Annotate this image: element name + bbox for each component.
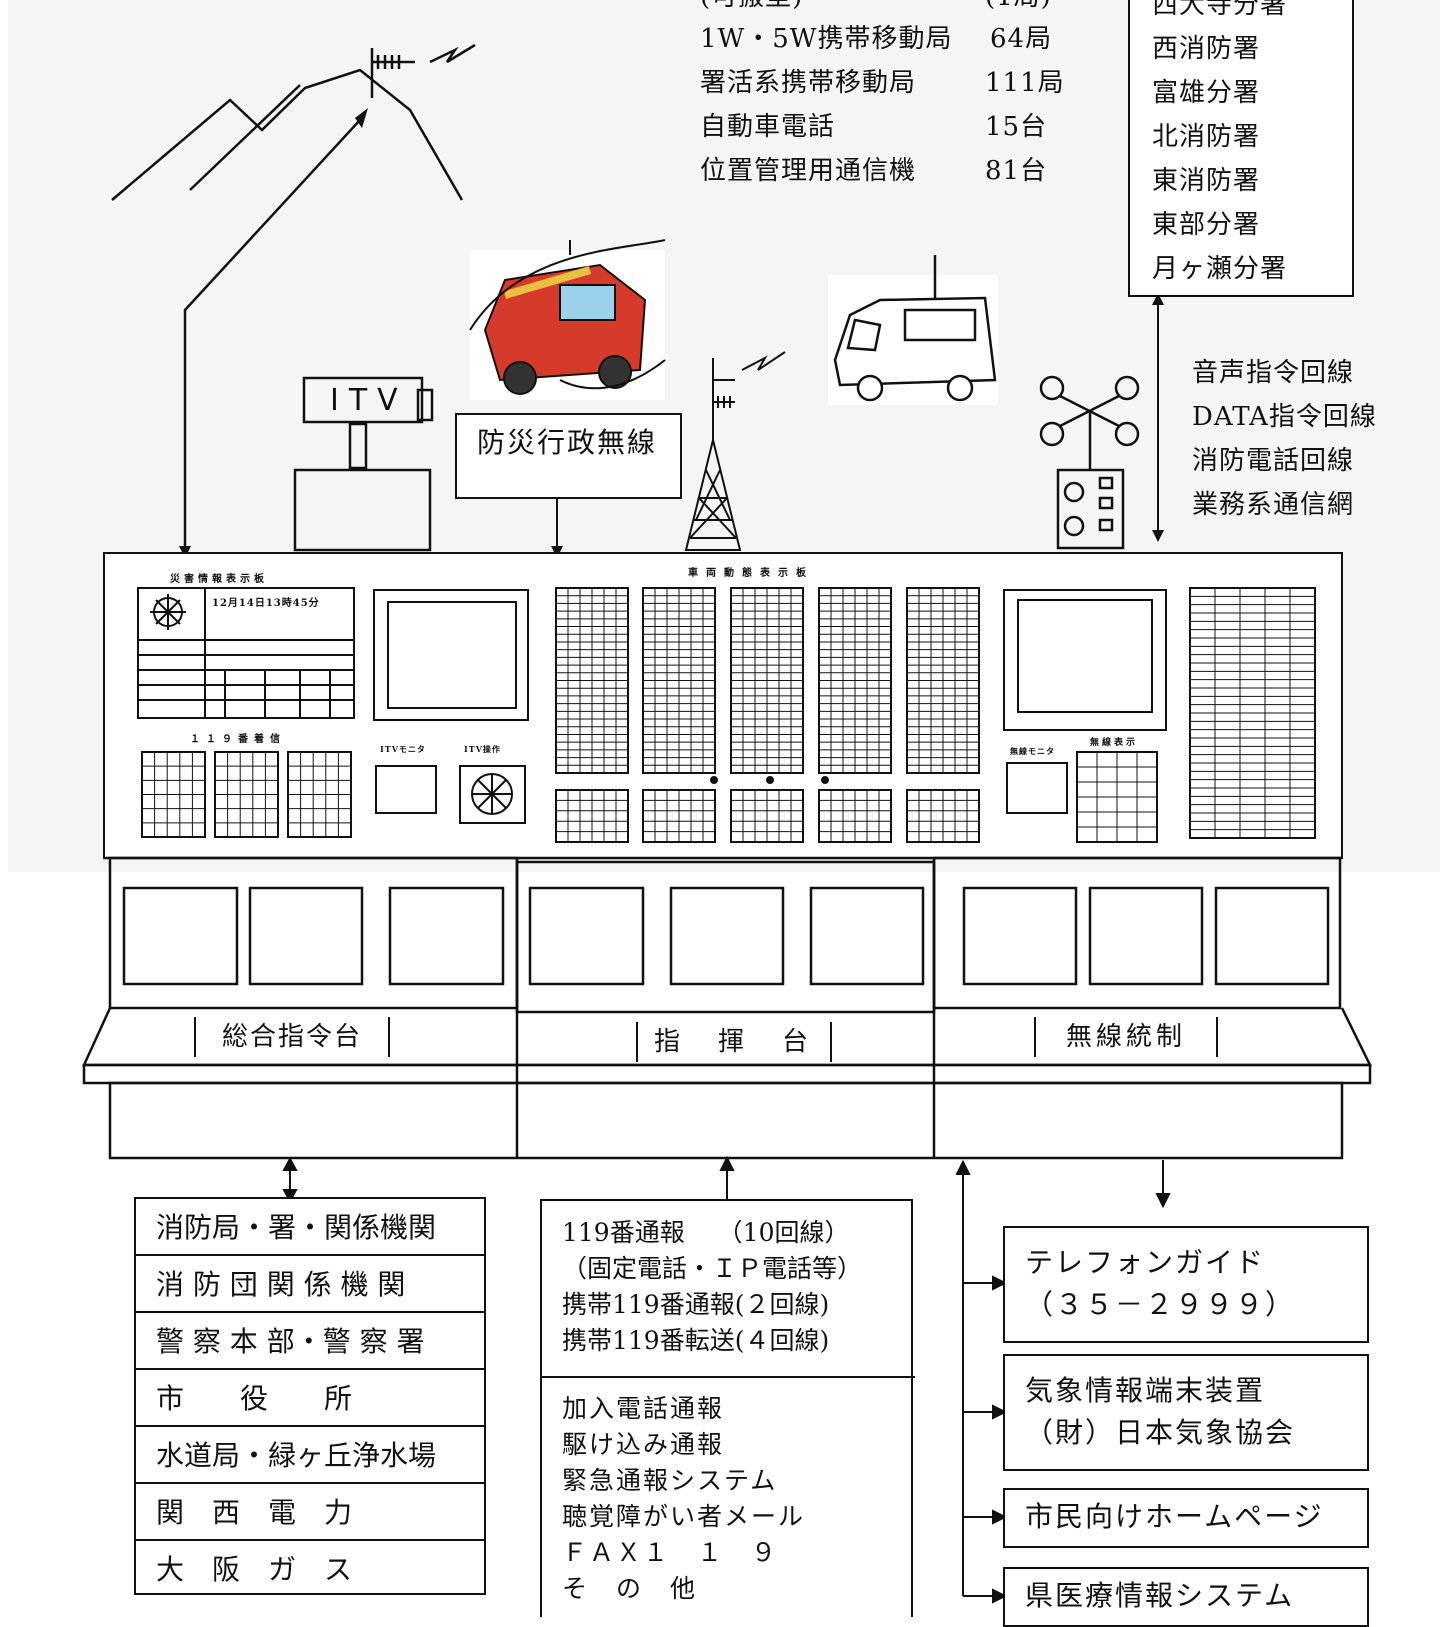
call-line: 携帯119番通報(２回線) — [562, 1290, 830, 1319]
service-box-medical: 県医療情報システム — [1003, 1567, 1369, 1627]
agency-item: 警 察 本 部・警 察 署 — [136, 1313, 484, 1370]
call-line: 聴覚障がい者メール — [562, 1502, 806, 1531]
station-item: 東部分署 — [1152, 210, 1261, 240]
call-line: ＦＡＸ１ １ ９ — [562, 1538, 779, 1567]
mobile-header-right: (1局) — [985, 0, 1052, 12]
service-box-weather: 気象情報端末装置 （財）日本気象協会 — [1003, 1354, 1369, 1471]
mobile-header-left: (可搬型) — [700, 0, 803, 12]
service-line: （財）日本気象協会 — [1025, 1416, 1296, 1449]
mountain-icon — [111, 68, 464, 201]
itv-control-label: ITV操作 — [464, 744, 501, 754]
radio-monitor-label: 無線モニタ — [1010, 746, 1055, 756]
stations-box: 西大寺分署 西消防署 富雄分署 北消防署 東消防署 東部分署 月ヶ瀬分署 — [1128, 0, 1354, 297]
desk-label-right: 無線統制 — [1034, 1017, 1218, 1057]
desk-label-center: 指 揮 台 — [636, 1022, 832, 1062]
agency-item: 消 防 団 関 係 機 関 — [136, 1256, 484, 1313]
mobile-row-count: 15台 — [985, 112, 1048, 142]
station-item: 富雄分署 — [1152, 78, 1261, 108]
station-item: 東消防署 — [1152, 166, 1261, 196]
call-line: 駆け込み通報 — [562, 1430, 725, 1459]
service-line: 県医療情報システム — [1025, 1579, 1295, 1612]
call-line: 加入電話通報 — [562, 1394, 725, 1423]
agency-item: 市 役 所 — [136, 1370, 484, 1427]
service-line: 市民向けホームページ — [1025, 1500, 1324, 1533]
mobile-row-label: 署活系携帯移動局 — [700, 68, 917, 98]
radio-status-label: 無線表示 — [1090, 738, 1139, 748]
station-item: 月ヶ瀬分署 — [1152, 254, 1288, 284]
call-line: 携帯119番転送(４回線) — [562, 1326, 830, 1355]
mountain-icon — [189, 84, 301, 191]
call-line: そ の 他 — [562, 1574, 698, 1603]
antenna-icon — [1039, 375, 1140, 550]
agency-item: 水道局・緑ヶ丘浄水場 — [136, 1427, 484, 1484]
itv-monitor-label: ITVモニタ — [380, 744, 426, 754]
agency-item: 消防局・署・関係機関 — [136, 1199, 484, 1256]
call-line: 119番通報 （10回線） — [562, 1218, 850, 1247]
ambulance-icon — [828, 255, 998, 405]
vehicle-panel-title: 車両動態表示板 — [688, 568, 814, 579]
itv-label: ITV — [330, 383, 408, 418]
fire-engine-icon — [469, 239, 666, 400]
station-item: 西消防署 — [1152, 34, 1261, 64]
calls-box: 119番通報 （10回線） （固定電話・ＩＰ電話等） 携帯119番通報(２回線)… — [540, 1199, 915, 1617]
service-box-telephone-guide: テレフォンガイド （３５－２９９９） — [1003, 1226, 1369, 1343]
station-item: 北消防署 — [1152, 122, 1261, 152]
camera-icon — [293, 376, 434, 552]
service-line: 気象情報端末装置 — [1025, 1374, 1266, 1407]
calls-divider — [542, 1376, 915, 1378]
call-line: （固定電話・ＩＰ電話等） — [562, 1254, 863, 1283]
radio-tower-icon — [684, 351, 786, 551]
mobile-row-count: 64局 — [990, 24, 1053, 54]
mobile-row-label: 位置管理用通信機 — [700, 156, 917, 186]
service-box-homepage: 市民向けホームページ — [1003, 1488, 1369, 1548]
mobile-row-label: 自動車電話 — [700, 112, 836, 142]
service-line: （３５－２９９９） — [1025, 1288, 1296, 1321]
desk-label-left: 総合指令台 — [194, 1017, 390, 1057]
call-line: 緊急通報システム — [562, 1466, 778, 1495]
agency-item: 関 西 電 力 — [136, 1484, 484, 1541]
agency-table: 消防局・署・関係機関 消 防 団 関 係 機 関 警 察 本 部・警 察 署 市… — [134, 1197, 486, 1595]
bousai-box: 防災行政無線 — [455, 413, 682, 499]
station-item: 西大寺分署 — [1152, 0, 1288, 20]
command-line: 業務系通信網 — [1192, 490, 1355, 520]
command-line: DATA指令回線 — [1192, 402, 1377, 432]
call-panel-title: １１９番着信 — [190, 734, 286, 745]
calls-top-list: 119番通報 （10回線） （固定電話・ＩＰ電話等） 携帯119番通報(２回線)… — [562, 1215, 862, 1359]
service-line: テレフォンガイド — [1025, 1246, 1266, 1279]
mobile-row-label: 1W・5W携帯移動局 — [700, 24, 953, 54]
command-line: 音声指令回線 — [1192, 358, 1355, 388]
info-panel-title: 災害情報表示板 — [170, 574, 268, 585]
command-line: 消防電話回線 — [1192, 446, 1355, 476]
mobile-row-count: 81台 — [985, 156, 1048, 186]
mobile-row-count: 111局 — [985, 68, 1065, 98]
calls-bottom-list: 加入電話通報 駆け込み通報 緊急通報システム 聴覚障がい者メール ＦＡＸ１ １ … — [562, 1391, 805, 1607]
info-panel-datetime: 12月14日13時45分 — [212, 598, 320, 609]
agency-item: 大 阪 ガ ス — [156, 1553, 353, 1586]
